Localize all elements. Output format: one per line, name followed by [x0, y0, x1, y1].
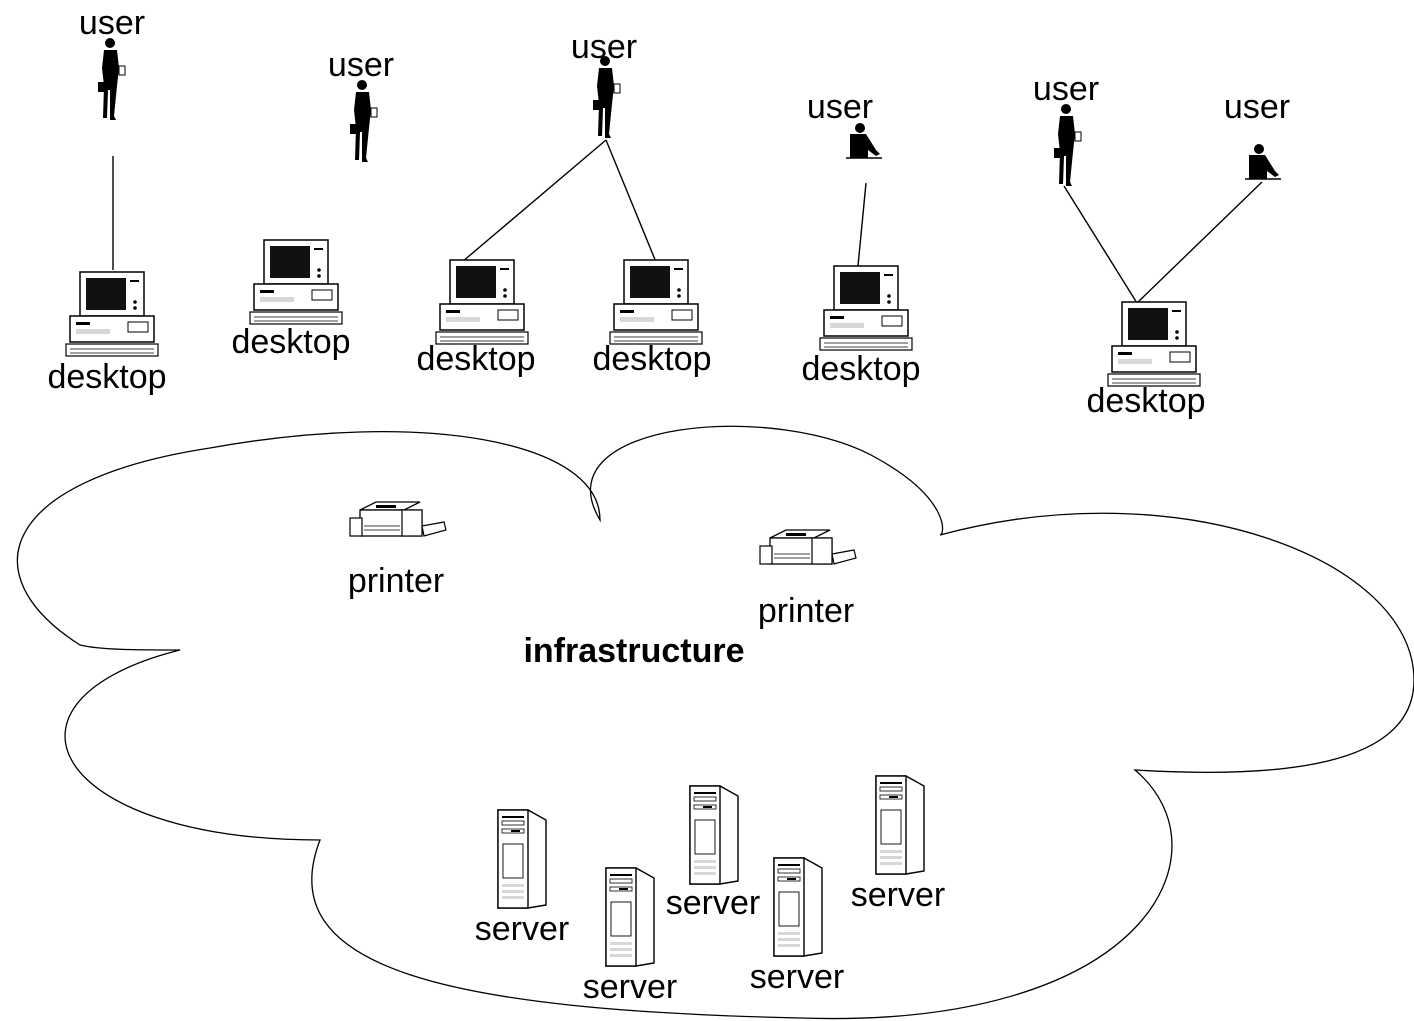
user-label: user — [807, 88, 873, 126]
desktop-icon: desktop — [1086, 301, 1206, 420]
infrastructure-cloud — [16, 425, 1414, 1020]
desktop-icon: desktop — [416, 259, 536, 378]
link-user5-desktop6 — [1063, 185, 1138, 304]
server-icon: server — [750, 857, 844, 996]
server-label: server — [851, 876, 945, 914]
desktop-icon: desktop — [47, 271, 167, 396]
desktop-icon: desktop — [801, 265, 921, 388]
server-label: server — [475, 910, 569, 948]
link-user4-desktop5 — [857, 182, 867, 267]
desktop-label: desktop — [592, 340, 711, 378]
user-label: user — [79, 4, 145, 42]
link-user3-desktop3 — [461, 139, 607, 263]
desktop-label: desktop — [801, 350, 920, 388]
server-icon: server — [851, 775, 945, 914]
connection-lines — [112, 139, 1263, 304]
user-label: user — [328, 46, 394, 84]
printer-label: printer — [348, 562, 444, 600]
server-label: server — [666, 884, 760, 922]
user-icon: user — [807, 88, 883, 159]
printer-label: printer — [758, 592, 854, 630]
desktop-label: desktop — [416, 340, 535, 378]
desktop-label: desktop — [47, 358, 166, 396]
desktop-label: desktop — [1086, 382, 1205, 420]
infrastructure-label: infrastructure — [523, 632, 744, 670]
user-label: user — [1033, 70, 1099, 108]
printer-icon: printer — [348, 501, 447, 600]
desktop-icon: desktop — [592, 259, 712, 378]
printer-icon: printer — [758, 529, 857, 630]
server-icon: server — [475, 809, 569, 948]
user-icon: user — [1224, 88, 1290, 180]
desktop-icon: desktop — [231, 239, 351, 361]
user-icon: user — [328, 46, 394, 163]
desktop-label: desktop — [231, 323, 350, 361]
server-icon: server — [666, 785, 760, 922]
server-label: server — [583, 968, 677, 1006]
user-icon: user — [571, 28, 637, 139]
user-icon: user — [79, 4, 145, 121]
user-label: user — [571, 28, 637, 66]
user-label: user — [1224, 88, 1290, 126]
link-user3-desktop4 — [605, 139, 657, 263]
user-icon: user — [1033, 70, 1099, 187]
link-user6-desktop6 — [1136, 181, 1263, 304]
server-label: server — [750, 958, 844, 996]
server-icon: server — [583, 867, 677, 1006]
